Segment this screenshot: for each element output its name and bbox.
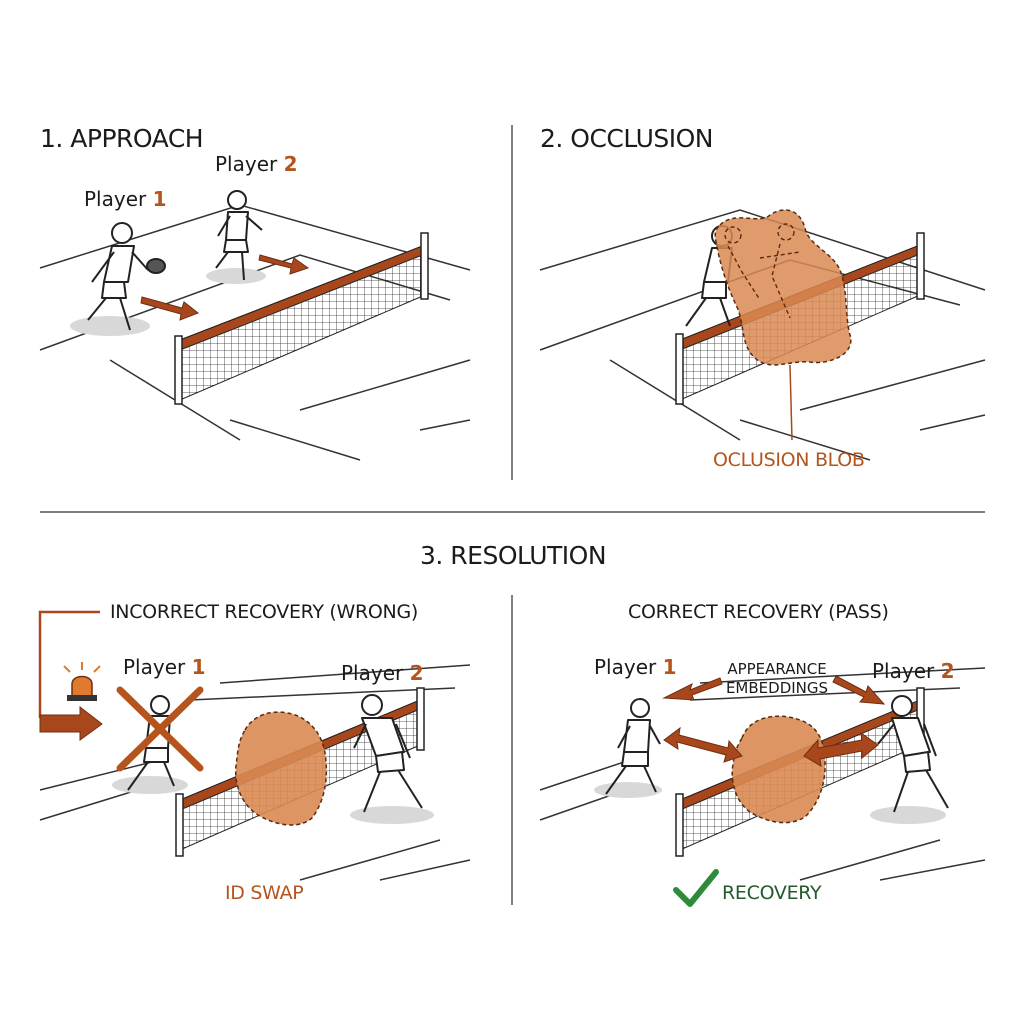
player-number: 2 — [283, 152, 298, 176]
correct-player2-figure — [877, 695, 949, 813]
player-number: 2 — [940, 659, 955, 683]
player-number: 2 — [409, 661, 424, 685]
player-number: 1 — [662, 655, 677, 679]
blob-leader-line — [789, 364, 793, 441]
incorrect-player2-label: Player 2 — [341, 661, 424, 685]
incorrect-shadow-right — [350, 806, 434, 824]
approach-player1-figure — [87, 222, 166, 331]
correct-player1-figure — [605, 698, 661, 795]
cross-mark-icon — [116, 686, 204, 772]
player-number: 1 — [152, 187, 167, 211]
occluded-player-outlines — [724, 223, 801, 319]
arrow-icon — [39, 705, 103, 741]
correct-player1-label: Player 1 — [594, 655, 677, 679]
player1-shadow — [70, 316, 150, 336]
incorrect-heading: INCORRECT RECOVERY (WRONG) — [110, 601, 418, 623]
player-name: Player — [84, 187, 147, 211]
approach-player1-label: Player 1 — [84, 187, 167, 211]
approach-player2-figure — [215, 190, 263, 281]
correct-player2-label: Player 2 — [872, 659, 955, 683]
player-name: Player — [872, 659, 935, 683]
correct-occlusion-blob — [731, 715, 826, 824]
approach-net — [174, 232, 429, 405]
occlusion-blob-label: OCLUSION BLOB — [713, 449, 865, 471]
resolution-title: 3. RESOLUTION — [420, 541, 607, 570]
correct-heading: CORRECT RECOVERY (PASS) — [628, 601, 889, 623]
player-name: Player — [123, 655, 186, 679]
occlusion-blob — [714, 209, 852, 366]
recovery-label: RECOVERY — [722, 882, 822, 904]
incorrect-player1-label: Player 1 — [123, 655, 206, 679]
player-name: Player — [341, 661, 404, 685]
arrow-icon — [140, 254, 310, 321]
player-number: 1 — [191, 655, 206, 679]
alarm-bracket — [38, 610, 100, 718]
embeddings-line2: EMBEDDINGS — [725, 679, 829, 697]
id-swap-label: ID SWAP — [225, 882, 304, 904]
check-mark-icon — [673, 869, 719, 907]
incorrect-occlusion-blob — [234, 711, 328, 826]
alarm-light-icon — [63, 662, 101, 701]
player2-shadow — [206, 268, 266, 284]
approach-player2-label: Player 2 — [215, 152, 298, 176]
arrow-icon — [662, 675, 886, 767]
panel-dividers — [40, 125, 985, 905]
incorrect-player1-figure — [127, 695, 175, 791]
approach-title: 1. APPROACH — [40, 124, 204, 153]
player-name: Player — [215, 152, 278, 176]
player-name: Player — [594, 655, 657, 679]
embeddings-line1: APPEARANCE — [727, 660, 827, 678]
occlusion-title: 2. OCCLUSION — [540, 124, 714, 153]
incorrect-player2-figure — [353, 694, 423, 813]
correct-shadow-right — [870, 806, 946, 824]
incorrect-shadow-left — [112, 776, 188, 794]
